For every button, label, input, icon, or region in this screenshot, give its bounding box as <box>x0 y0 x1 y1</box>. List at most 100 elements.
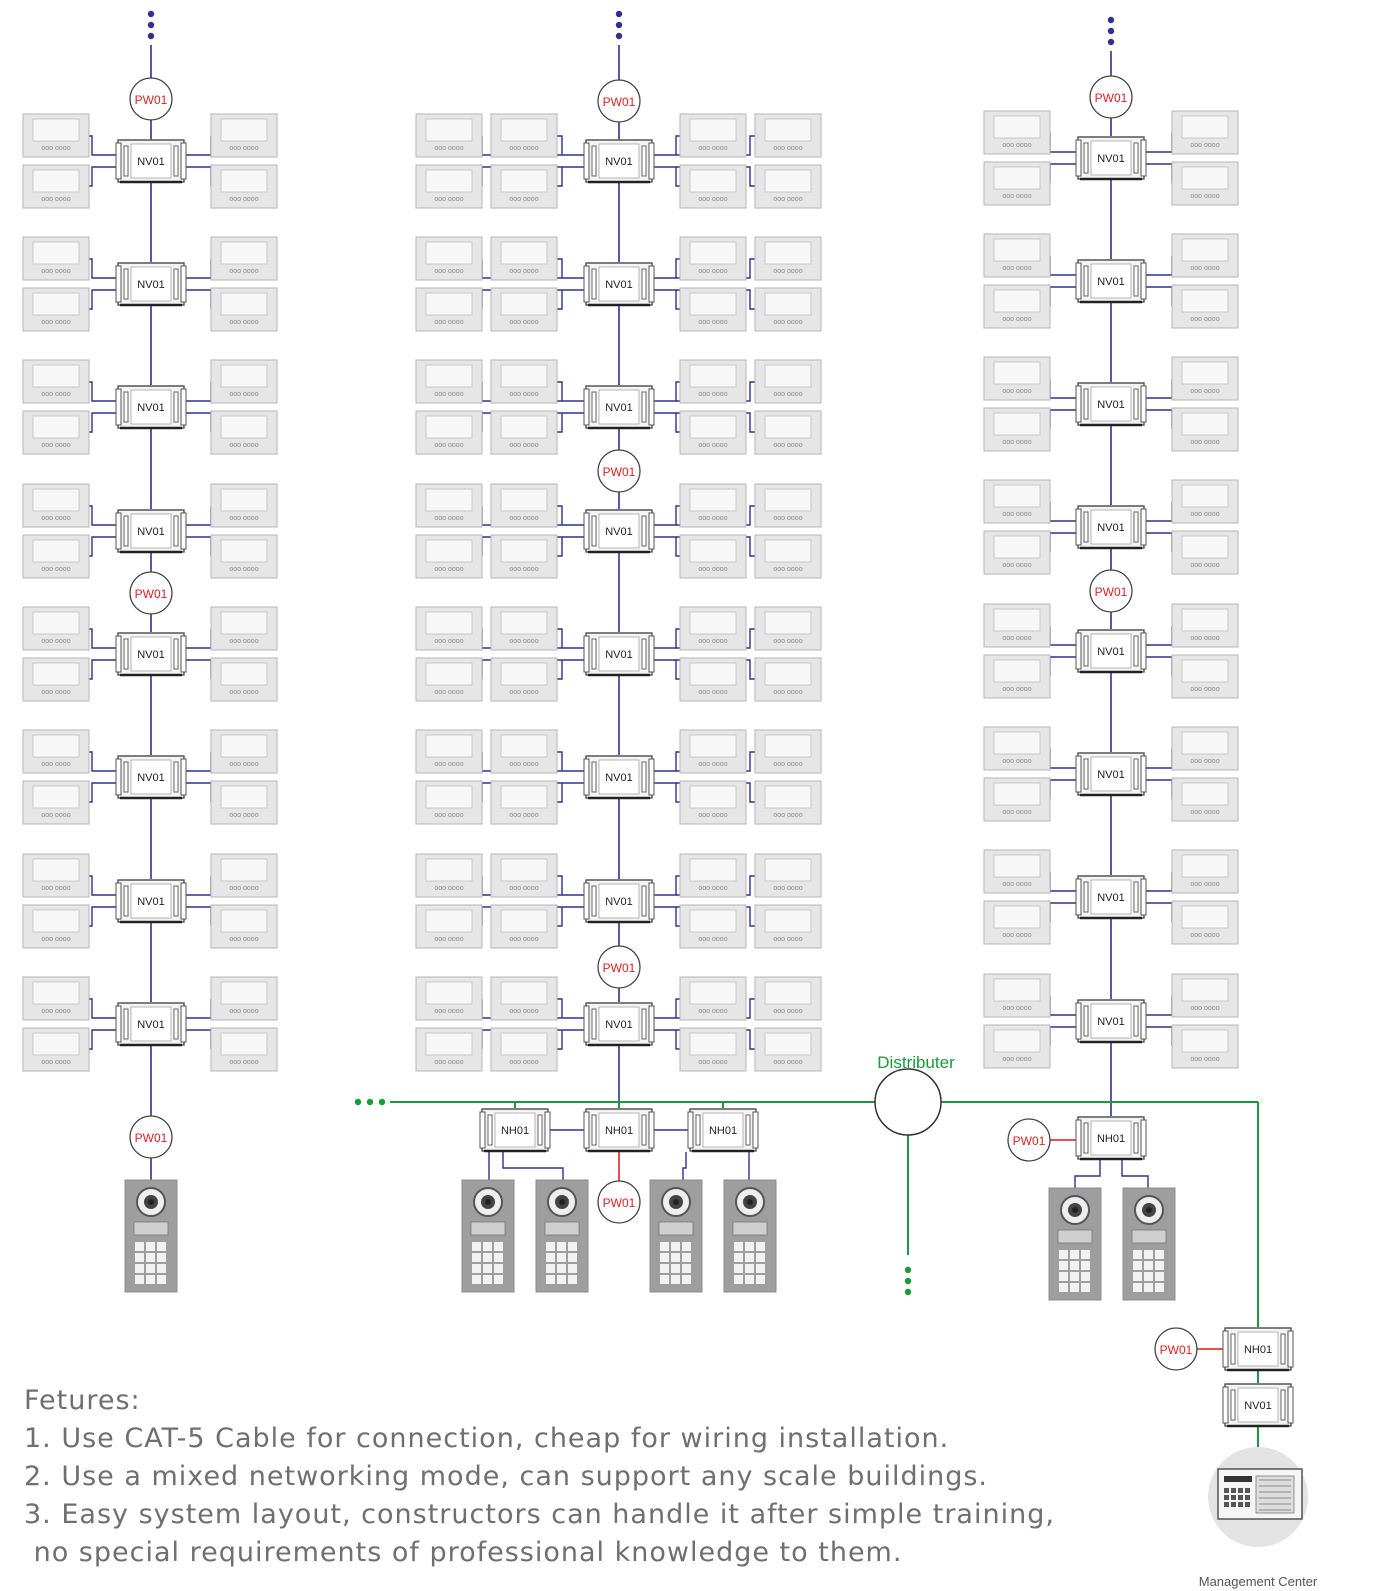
monitor-screen <box>689 539 737 563</box>
cable <box>654 166 680 187</box>
monitor-buttons: ooo oooo <box>1190 932 1219 939</box>
cable <box>1049 779 1076 799</box>
cable <box>1146 286 1173 306</box>
monitor-buttons: ooo oooo <box>229 319 258 326</box>
device-label-area <box>1090 756 1132 792</box>
panel-key <box>1059 1283 1068 1292</box>
monitor-buttons: ooo oooo <box>698 812 727 819</box>
distributer-label: Distributer <box>877 1053 955 1072</box>
indoor-monitor: ooo oooo <box>415 904 483 949</box>
device-label-area <box>1090 633 1132 669</box>
cable <box>1049 379 1076 399</box>
monitor-screen <box>220 611 268 635</box>
monitor-screen <box>764 488 812 512</box>
indoor-monitor: ooo oooo <box>210 164 278 209</box>
monitor-buttons: ooo oooo <box>229 1059 258 1066</box>
panel-key <box>1081 1261 1090 1270</box>
cable <box>654 906 680 927</box>
device-rail <box>1083 635 1089 667</box>
cable <box>1049 163 1076 183</box>
indoor-monitor: ooo oooo <box>415 410 483 455</box>
monitor-buttons: ooo oooo <box>773 1059 802 1066</box>
device-clip <box>544 1111 551 1149</box>
monitor-buttons: ooo oooo <box>509 638 538 645</box>
indoor-monitor: ooo oooo <box>679 410 747 455</box>
indoor-monitor: ooo oooo <box>983 407 1051 452</box>
device-label: NV01 <box>605 1019 633 1031</box>
monitor-screen <box>993 166 1041 190</box>
indoor-monitor: ooo oooo <box>754 236 822 281</box>
monitor-screen <box>32 909 80 933</box>
device-clip <box>583 265 590 303</box>
device-label-area <box>130 266 172 302</box>
device-rail <box>173 145 179 177</box>
cable <box>1146 256 1173 276</box>
monitor-screen <box>689 909 737 933</box>
device-clip <box>180 265 187 303</box>
device-rail <box>1133 1005 1139 1037</box>
panel-lens-core <box>1072 1207 1078 1213</box>
device-label-area <box>130 389 172 425</box>
outdoor-door-panel <box>723 1179 777 1293</box>
monitor-buttons: ooo oooo <box>698 1008 727 1015</box>
cable <box>89 659 116 680</box>
monitor-buttons: ooo oooo <box>509 1008 538 1015</box>
panel-key <box>157 1242 166 1251</box>
device-rail <box>641 268 647 300</box>
cable <box>1146 872 1173 892</box>
device-clip <box>583 142 590 180</box>
monitor-screen <box>425 415 473 439</box>
monitor-screen <box>689 169 737 193</box>
device-rail <box>173 515 179 547</box>
monitor-buttons: ooo oooo <box>434 761 463 768</box>
continuation-dot <box>1107 38 1115 46</box>
panel-lens-core <box>1146 1207 1152 1213</box>
cable <box>1146 749 1173 769</box>
device-clip <box>648 265 655 303</box>
cable <box>89 998 116 1019</box>
device-label: NV01 <box>1097 276 1125 288</box>
device-clip <box>583 635 590 673</box>
indoor-monitor: ooo oooo <box>22 976 90 1021</box>
monitor-buttons: ooo oooo <box>229 689 258 696</box>
device-rail <box>487 1114 493 1146</box>
cable <box>1146 1026 1173 1046</box>
monitor-screen <box>993 731 1041 755</box>
device-clip <box>180 142 187 180</box>
panel-key <box>1155 1272 1164 1281</box>
device-rail <box>1083 758 1089 790</box>
indoor-monitor: ooo oooo <box>754 410 822 455</box>
monitor-buttons: ooo oooo <box>229 812 258 819</box>
monitor-screen <box>220 241 268 265</box>
indoor-monitor: ooo oooo <box>490 976 558 1021</box>
panel-key <box>1059 1261 1068 1270</box>
device-clip <box>1075 755 1082 793</box>
indoor-monitor: ooo oooo <box>210 287 278 332</box>
panel-key <box>157 1253 166 1262</box>
power-label: PW01 <box>135 93 168 107</box>
device-clip <box>1075 1002 1082 1040</box>
monitor-screen <box>764 858 812 882</box>
indoor-monitor: ooo oooo <box>490 359 558 404</box>
panel-key <box>472 1242 481 1251</box>
cable <box>1146 902 1173 922</box>
indoor-monitor: ooo oooo <box>210 113 278 158</box>
panel-key <box>1081 1272 1090 1281</box>
panel-key <box>1144 1250 1153 1259</box>
indoor-monitor: ooo oooo <box>1171 849 1239 894</box>
panel-display <box>544 1221 580 1236</box>
feature-item: no special requirements of professional … <box>24 1537 903 1568</box>
panel-lens-core <box>559 1199 565 1205</box>
panel-key <box>557 1264 566 1273</box>
cable <box>186 166 212 186</box>
indoor-monitor: ooo oooo <box>983 479 1051 524</box>
monitor-buttons: ooo oooo <box>434 812 463 819</box>
cable <box>1146 502 1173 522</box>
cable <box>1146 779 1173 799</box>
power-label: PW01 <box>135 587 168 601</box>
device-rail <box>123 515 129 547</box>
monitor-buttons: ooo oooo <box>1190 758 1219 765</box>
cable <box>1049 532 1076 552</box>
monitor-buttons: ooo oooo <box>698 442 727 449</box>
monitor-screen <box>764 662 812 686</box>
